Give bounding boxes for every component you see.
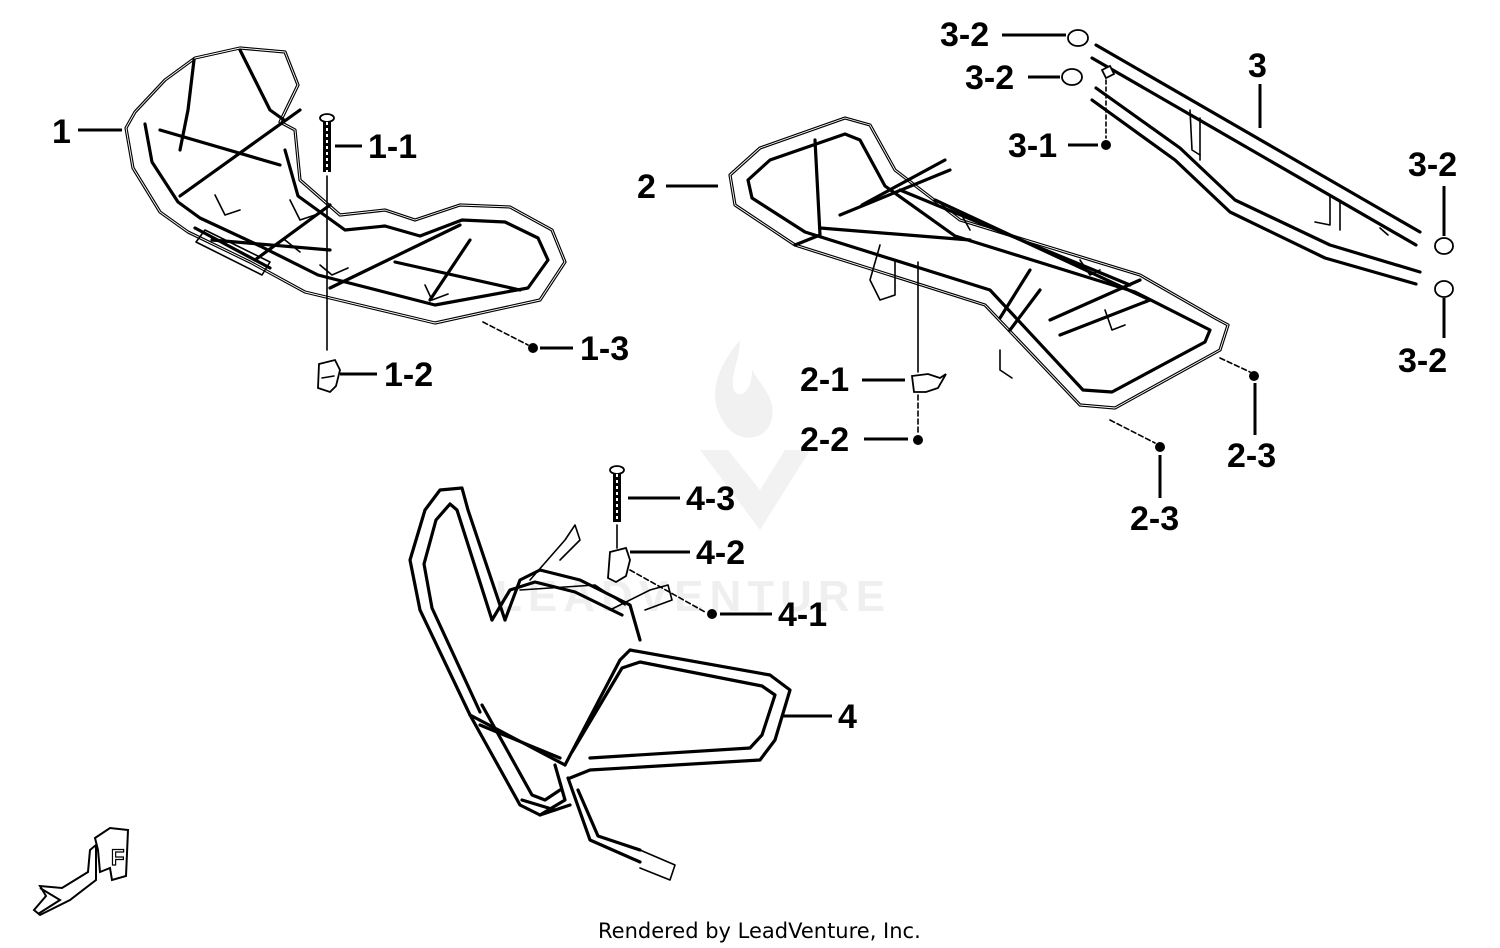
svg-text:1-1: 1-1 — [368, 128, 417, 166]
svg-text:2: 2 — [637, 168, 656, 206]
part-3-2-cap-a — [1067, 29, 1089, 47]
footer-credit: Rendered by LeadVenture, Inc. — [598, 919, 921, 943]
callout-3-2-c: 3-2 — [1408, 146, 1457, 236]
svg-text:2-3: 2-3 — [1227, 437, 1276, 475]
part-3-2-cap-b — [1061, 68, 1083, 86]
callout-4-1: 4-1 — [720, 596, 827, 634]
watermark-flame-icon — [715, 340, 773, 438]
part-1-2-clip — [317, 358, 341, 394]
callout-2-3-b: 2-3 — [1130, 455, 1179, 538]
callout-3-2-a: 3-2 — [940, 16, 1066, 54]
callout-1: 1 — [52, 113, 122, 151]
svg-text:4-1: 4-1 — [778, 596, 827, 634]
part-4-2-clip — [607, 546, 631, 584]
callout-3-2-d: 3-2 — [1398, 298, 1447, 380]
svg-text:3-2: 3-2 — [965, 59, 1014, 97]
part-2-3-nut-b — [1155, 442, 1165, 452]
part-1-3-nut — [528, 343, 538, 353]
svg-text:2-1: 2-1 — [800, 361, 849, 399]
callout-3-1: 3-1 — [1008, 127, 1098, 165]
part-2-1-clip — [910, 373, 947, 393]
svg-text:1-3: 1-3 — [580, 330, 629, 368]
part-1-front-rack — [124, 46, 567, 394]
svg-text:1-2: 1-2 — [384, 356, 433, 394]
callout-4-3: 4-3 — [628, 480, 735, 518]
svg-text:1: 1 — [52, 113, 71, 151]
svg-text:3-2: 3-2 — [1408, 146, 1457, 184]
part-2-2-nut — [913, 435, 923, 445]
svg-text:3-1: 3-1 — [1008, 127, 1057, 165]
part-3-2-cap-c — [1434, 237, 1454, 255]
callout-3: 3 — [1248, 47, 1267, 128]
part-1-1-bolt — [319, 113, 335, 351]
part-3-side-bar — [1061, 29, 1454, 298]
part-3-1-screw — [1101, 140, 1111, 150]
svg-text:4-3: 4-3 — [686, 480, 735, 518]
callout-4: 4 — [782, 698, 857, 736]
watermark: LEADVENTURE — [495, 340, 891, 621]
part-2-3-nut-a — [1249, 371, 1259, 381]
callout-2-1: 2-1 — [800, 361, 905, 399]
watermark-v-icon — [700, 450, 810, 530]
svg-text:3: 3 — [1248, 47, 1267, 85]
part-4-3-bolt — [609, 465, 625, 549]
part-4-1-nut — [707, 609, 717, 619]
callout-4-2: 4-2 — [630, 534, 745, 572]
callout-1-2: 1-2 — [340, 356, 433, 394]
svg-text:F: F — [111, 845, 124, 870]
part-2-rear-rack — [728, 116, 1259, 452]
svg-text:2-2: 2-2 — [800, 421, 849, 459]
callout-3-2-b: 3-2 — [965, 59, 1060, 97]
callout-1-3: 1-3 — [540, 330, 629, 368]
svg-text:2-3: 2-3 — [1130, 500, 1179, 538]
callout-1-1: 1-1 — [335, 128, 417, 166]
svg-text:3-2: 3-2 — [1398, 342, 1447, 380]
callout-2-2: 2-2 — [800, 421, 908, 459]
front-direction-arrow-icon: F — [32, 826, 130, 917]
callout-2-3-a: 2-3 — [1227, 383, 1276, 475]
part-4-bumper — [408, 465, 792, 881]
svg-text:4: 4 — [838, 698, 857, 736]
watermark-text: LEADVENTURE — [495, 572, 891, 621]
callout-2: 2 — [637, 168, 718, 206]
svg-text:4-2: 4-2 — [696, 534, 745, 572]
part-3-2-cap-d — [1434, 280, 1454, 298]
svg-text:3-2: 3-2 — [940, 16, 989, 54]
